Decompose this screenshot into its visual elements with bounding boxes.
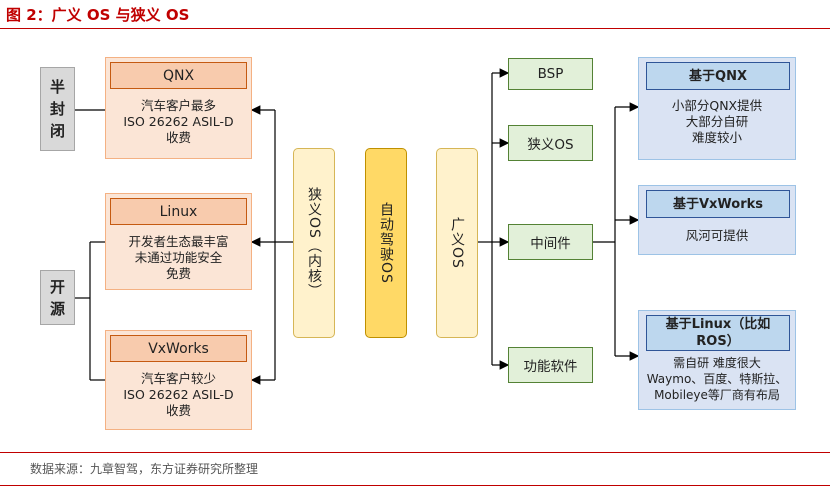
- source-note: 数据来源：九章智驾，东方证券研究所整理: [30, 462, 259, 476]
- box-qnx: QNX 汽车客户最多 ISO 26262 ASIL-D 收费: [105, 57, 252, 159]
- box-based-qnx-header: 基于QNX: [646, 62, 790, 90]
- label-open-source: 开源: [40, 270, 75, 325]
- box-based-linux-header: 基于Linux（比如 ROS）: [646, 315, 790, 351]
- component-functional-software: 功能软件: [508, 347, 593, 383]
- box-linux: Linux 开发者生态最丰富 未通过功能安全 免费: [105, 193, 252, 290]
- label-semi-closed: 半封闭: [40, 67, 75, 151]
- broad-os-column: 广义OS: [436, 148, 478, 338]
- box-based-qnx: 基于QNX 小部分QNX提供 大部分自研 难度较小: [638, 57, 796, 160]
- box-based-vxworks: 基于VxWorks 风河可提供: [638, 185, 796, 255]
- footer-rule: [0, 452, 830, 453]
- component-bsp: BSP: [508, 58, 593, 90]
- box-based-linux-body: 需自研 难度很大 Waymo、百度、特斯拉、 Mobileye等厂商有布局: [646, 356, 788, 402]
- box-vxworks-body: 汽车客户较少 ISO 26262 ASIL-D 收费: [123, 371, 234, 418]
- box-qnx-body: 汽车客户最多 ISO 26262 ASIL-D 收费: [123, 98, 234, 145]
- box-vxworks-header: VxWorks: [110, 335, 247, 362]
- box-linux-header: Linux: [110, 198, 247, 225]
- bottom-rule: [0, 485, 830, 486]
- box-based-vxworks-header: 基于VxWorks: [646, 190, 790, 218]
- box-vxworks: VxWorks 汽车客户较少 ISO 26262 ASIL-D 收费: [105, 330, 252, 430]
- box-qnx-header: QNX: [110, 62, 247, 89]
- title-rule: [0, 28, 830, 29]
- narrow-os-column: 狭义OS（内核）: [293, 148, 335, 338]
- box-based-qnx-body: 小部分QNX提供 大部分自研 难度较小: [671, 98, 763, 145]
- box-based-vxworks-body: 风河可提供: [685, 228, 749, 243]
- box-linux-body: 开发者生态最丰富 未通过功能安全 免费: [128, 234, 229, 281]
- box-based-linux: 基于Linux（比如 ROS） 需自研 难度很大 Waymo、百度、特斯拉、 M…: [638, 310, 796, 410]
- figure-title: 图 2：广义 OS 与狭义 OS: [6, 6, 190, 24]
- component-middleware: 中间件: [508, 224, 593, 260]
- autonomous-os-column: 自动驾驶OS: [365, 148, 407, 338]
- component-narrow-os: 狭义OS: [508, 125, 593, 161]
